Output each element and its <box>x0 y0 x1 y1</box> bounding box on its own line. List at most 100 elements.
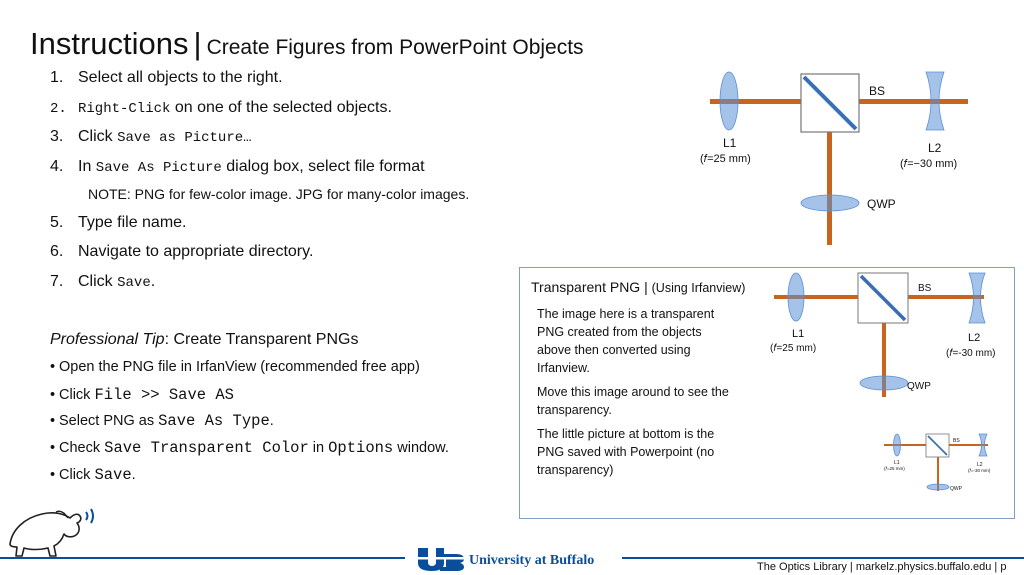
title-separator: | <box>193 26 202 61</box>
inset-convex-lens <box>787 272 805 322</box>
transparent-png-panel <box>519 267 1015 519</box>
tip-heading-italic: Professional Tip <box>50 331 165 348</box>
l1-focal-label: (𝑓=25 mm) <box>700 153 751 165</box>
transparent-png-image[interactable]: BS L1 (𝑓=25 mm) L2 (𝑓=-30 mm) QWP <box>766 271 1012 401</box>
university-name: University at Buffalo <box>469 553 595 568</box>
tip-bullet-item: •Open the PNG file in IrfanView (recomme… <box>50 359 420 375</box>
inset-concave-lens <box>968 272 986 324</box>
command-text: File >> Save AS <box>94 386 234 404</box>
opaque-png-thumbnail[interactable]: BS L1 (𝑓=25 mm) L2 (𝑓=-30 mm) QWP <box>880 432 1000 496</box>
lens-l2[interactable] <box>925 71 945 131</box>
buffalo-outline <box>9 511 82 557</box>
l2-label: L2 <box>928 141 942 155</box>
beam-splitter[interactable] <box>800 73 860 133</box>
ub-logo-icon <box>416 548 466 571</box>
inset-title-paren: (Using Irfanview) <box>651 281 746 295</box>
step-number: 2. <box>50 101 67 117</box>
step-number: 7. <box>50 273 64 290</box>
thumb-beam-splitter-diagonal <box>927 435 948 456</box>
tip-bullet-item: •Select PNG as Save As Type. <box>50 412 274 430</box>
inset-beam-splitter-diagonal <box>859 274 907 322</box>
instruction-text: . <box>269 413 274 429</box>
instruction-text: Check <box>59 440 105 456</box>
inset-paragraph-1: The image here is a transparent PNG crea… <box>537 307 715 375</box>
format-note: NOTE: PNG for few-color image. JPG for m… <box>88 186 470 202</box>
buffalo-icon <box>9 508 94 557</box>
step-number: 1. <box>50 69 64 86</box>
instruction-text: Select all objects to the right. <box>78 69 283 86</box>
bullet-glyph: • <box>50 359 56 375</box>
thumb-bs-label: BS <box>953 438 960 444</box>
footer-credit: The Optics Library | markelz.physics.buf… <box>757 561 1007 573</box>
instruction-text: in <box>308 440 329 456</box>
footer-rule-left <box>0 557 405 559</box>
beam-vertical <box>827 103 832 245</box>
instruction-text: Type file name. <box>78 214 187 231</box>
step-item: 2. Right-Click on one of the selected obj… <box>50 99 392 117</box>
command-text: Options <box>328 439 394 457</box>
instruction-text: on one of the selected objects. <box>170 99 392 116</box>
inset-l2-focal-label: (𝑓=-30 mm) <box>946 348 996 359</box>
step-item: 1. Select all objects to the right. <box>50 69 283 87</box>
quarter-wave-plate[interactable] <box>800 194 860 212</box>
inset-l1-label: L1 <box>792 328 804 340</box>
inset-title: Transparent PNG | (Using Irfanview) <box>531 279 745 295</box>
qwp-label: QWP <box>867 197 896 211</box>
sound-wave-2 <box>90 508 94 524</box>
inset-l2-label: L2 <box>968 332 980 344</box>
thumb-beam-vertical <box>937 445 939 491</box>
inset-title-main: Transparent PNG <box>531 279 641 295</box>
instruction-text: Click <box>78 273 118 290</box>
thumb-convex-lens <box>893 433 901 457</box>
instruction-text: Open the PNG file in IrfanView (recommen… <box>59 359 420 375</box>
inset-title-separator: | <box>644 279 648 295</box>
slide-title: Instructions|Create Figures from PowerPo… <box>30 26 584 62</box>
inset-beam-vertical <box>882 297 886 397</box>
step-number: 4. <box>50 158 64 175</box>
step-number: 6. <box>50 243 64 260</box>
step-item: 7. Click Save. <box>50 273 155 291</box>
instruction-text: Click <box>59 387 95 403</box>
thumb-qwp-label: QWP <box>950 486 963 492</box>
instruction-text: Navigate to appropriate directory. <box>78 243 314 260</box>
step-item: 6. Navigate to appropriate directory. <box>50 243 313 261</box>
title-main: Instructions <box>30 26 189 61</box>
lens-l1[interactable] <box>719 71 739 131</box>
bullet-glyph: • <box>50 440 56 456</box>
thumb-qwp <box>926 483 950 491</box>
instruction-text: Select PNG as <box>59 413 159 429</box>
bullet-glyph: • <box>50 387 56 403</box>
command-text: Right-Click <box>78 101 171 117</box>
optics-diagram[interactable]: L1 (𝑓=25 mm) L2 (𝑓=−30 mm) BS QWP <box>700 70 1000 250</box>
title-subtitle: Create Figures from PowerPoint Objects <box>206 36 584 59</box>
instruction-text: window. <box>393 440 449 456</box>
step-item: 4.In Save As Picture dialog box, select … <box>50 158 425 176</box>
step-number: 3. <box>50 128 64 145</box>
thumb-l2-focal-label: (𝑓=-30 mm) <box>968 468 991 473</box>
step-item: 5. Type file name. <box>50 214 187 232</box>
beam-splitter-diagonal <box>802 75 858 131</box>
command-text: Save As Picture <box>95 160 222 176</box>
tip-heading-rest: : Create Transparent PNGs <box>164 331 359 348</box>
instruction-text: Click <box>78 128 118 145</box>
command-text: Save as Picture… <box>117 130 252 146</box>
instruction-text: . <box>131 467 136 483</box>
command-text: Save <box>94 466 132 484</box>
l2-focal-label: (𝑓=−30 mm) <box>900 158 957 170</box>
sound-wave-1 <box>85 511 89 521</box>
footer-rule-right <box>622 557 1024 559</box>
command-text: Save <box>117 275 151 291</box>
ub-logo-u <box>418 548 444 571</box>
command-text: Save As Type <box>158 412 270 430</box>
inset-paragraph-3: The little picture at bottom is the PNG … <box>537 427 715 477</box>
inset-qwp-label: QWP <box>907 381 931 392</box>
command-text: Save Transparent Color <box>104 439 309 457</box>
concave-lens-shape <box>925 71 945 131</box>
instruction-text: dialog box, select file format <box>221 158 425 175</box>
step-item: 3. Click Save as Picture… <box>50 128 252 146</box>
step-number: 5. <box>50 214 64 231</box>
instruction-text: . <box>150 273 156 290</box>
tip-bullet-item: •Check Save Transparent Color in Options… <box>50 439 449 457</box>
buffalo-horn <box>55 510 69 519</box>
thumb-l1-focal-label: (𝑓=25 mm) <box>884 466 905 471</box>
